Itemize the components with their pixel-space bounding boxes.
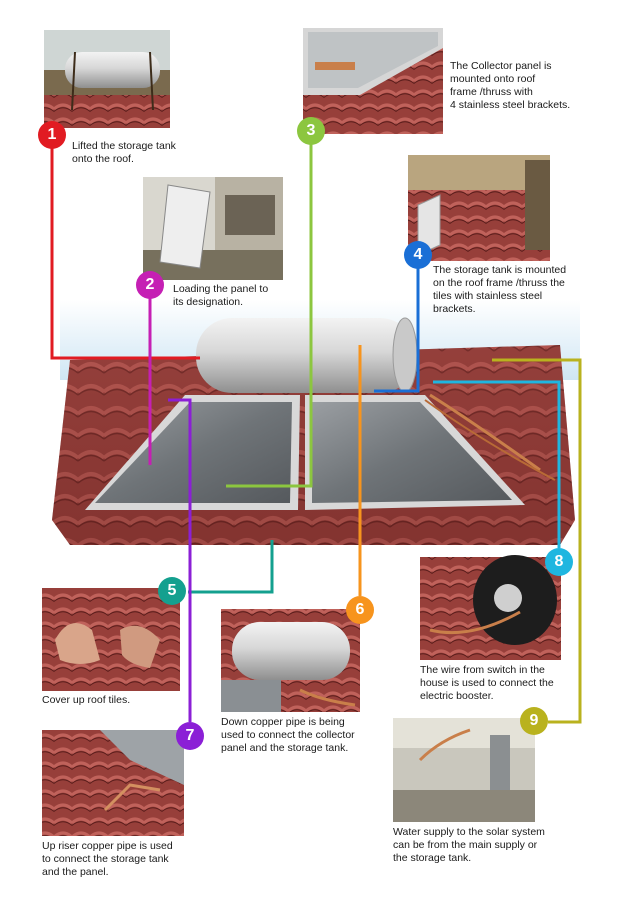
leader-line-4 — [374, 258, 420, 393]
leader-line-5 — [188, 540, 274, 594]
photo-step-1 — [44, 30, 170, 128]
caption-line: The storage tank is mounted — [433, 264, 567, 276]
caption-line: panel and the storage tank. — [221, 742, 349, 754]
caption-line: Loading the panel to — [173, 283, 269, 295]
step-2-badge: 2 — [136, 271, 164, 299]
photo-step-2 — [143, 177, 283, 280]
photo-step-5 — [42, 588, 180, 691]
caption-line: used to connect the collector — [221, 729, 355, 741]
photo-step-8 — [420, 555, 561, 660]
step-6-badge: 6 — [346, 596, 374, 624]
caption-line: electric booster. — [420, 690, 494, 702]
caption-line: Water supply to the solar system — [393, 826, 545, 838]
step-7-caption: Up riser copper pipe is used to connect … — [42, 840, 173, 879]
photo-step-6 — [221, 609, 360, 712]
photo-step-9 — [393, 718, 535, 822]
caption-line: onto the roof. — [72, 153, 134, 165]
caption-line: house is used to connect the — [420, 677, 554, 689]
photo-step-3 — [303, 28, 443, 134]
caption-line: its designation. — [173, 296, 244, 308]
caption-line: and the panel. — [42, 866, 109, 878]
leader-lines — [50, 134, 582, 724]
caption-line: Down copper pipe is being — [221, 716, 345, 728]
caption-line: Up riser copper pipe is used — [42, 840, 173, 852]
caption-line: The Collector panel is — [450, 60, 552, 72]
leader-line-9 — [492, 358, 582, 724]
caption-line: can be from the main supply or — [393, 839, 538, 851]
main-roof-photo — [52, 300, 580, 545]
leader-line-3 — [226, 134, 313, 488]
step-7-badge: 7 — [176, 722, 204, 750]
caption-line: to connect the storage tank — [42, 853, 169, 865]
photo-step-7 — [42, 730, 184, 836]
step-3-badge: 3 — [297, 117, 325, 145]
leader-line-7 — [168, 398, 192, 722]
step-8-caption: The wire from switch in the house is use… — [420, 664, 554, 703]
step-6-caption: Down copper pipe is being used to connec… — [221, 716, 355, 755]
step-1-caption: Lifted the storage tank onto the roof. — [72, 140, 176, 166]
caption-line: on the roof frame /thruss the — [433, 277, 565, 289]
step-4-badge: 4 — [404, 241, 432, 269]
caption-line: The wire from switch in the — [420, 664, 545, 676]
caption-line: 4 stainless steel brackets. — [450, 99, 571, 111]
step-5-caption: Cover up roof tiles. — [42, 694, 130, 707]
caption-line: tiles with stainless steel — [433, 290, 543, 302]
step-9-badge: 9 — [520, 707, 548, 735]
caption-line: mounted onto roof — [450, 73, 536, 85]
leader-line-8 — [433, 380, 561, 548]
step-8-badge: 8 — [545, 548, 573, 576]
caption-line: Cover up roof tiles. — [42, 694, 131, 706]
caption-line: the storage tank. — [393, 852, 472, 864]
caption-line: brackets. — [433, 303, 476, 315]
caption-line: Lifted the storage tank — [72, 140, 176, 152]
step-2-caption: Loading the panel to its designation. — [173, 283, 268, 309]
photo-step-4 — [408, 155, 550, 261]
step-1-badge: 1 — [38, 121, 66, 149]
step-9-caption: Water supply to the solar system can be … — [393, 826, 545, 865]
step-3-caption: The Collector panel is mounted onto roof… — [450, 60, 570, 112]
caption-line: frame /thruss with — [450, 86, 533, 98]
step-4-caption: The storage tank is mounted on the roof … — [433, 264, 566, 316]
step-5-badge: 5 — [158, 577, 186, 605]
